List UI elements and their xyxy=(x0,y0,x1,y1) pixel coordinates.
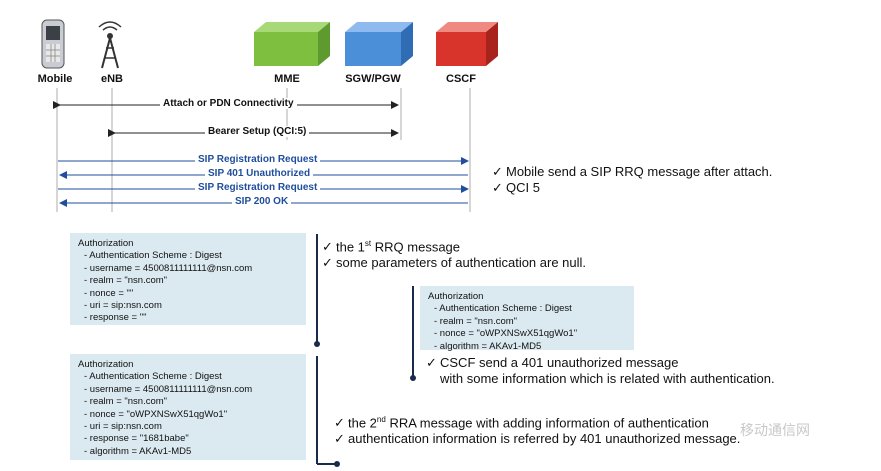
note-1-line2: some parameters of authentication are nu… xyxy=(336,255,587,271)
auth-field: - Authentication Scheme : Digest xyxy=(84,250,222,262)
notes-top: ✓Mobile send a SIP RRQ message after att… xyxy=(492,164,772,196)
notes-3: ✓the 2nd RRA message with adding informa… xyxy=(334,412,740,447)
check-icon: ✓ xyxy=(334,431,345,447)
node-label-sgw-pgw: SGW/PGW xyxy=(345,73,401,85)
attach-label: Attach or PDN Connectivity xyxy=(160,98,297,109)
check-icon: ✓ xyxy=(322,239,333,255)
cscf-server-icon xyxy=(436,22,498,66)
notes-1: ✓the 1st RRQ message ✓some parameters of… xyxy=(322,236,586,271)
note-1-line1-post: RRQ message xyxy=(371,239,461,255)
node-label-cscf: CSCF xyxy=(446,73,476,85)
auth-field: - realm = "nsn.com" xyxy=(84,275,168,287)
auth-field: - algorithm = AKAv1-MD5 xyxy=(434,340,542,352)
bracket-dot-3 xyxy=(334,461,340,467)
notes-2: ✓CSCF send a 401 unauthorized message wi… xyxy=(426,355,775,387)
mobile-phone-icon xyxy=(41,19,65,69)
note-top-line1: Mobile send a SIP RRQ message after atta… xyxy=(506,164,773,179)
sgw-pgw-server-icon xyxy=(345,22,413,66)
note-3-line1-post: RRA message with adding information of a… xyxy=(385,415,709,431)
auth-field: - Authentication Scheme : Digest xyxy=(434,303,572,315)
auth-field: - algorithm = AKAv1-MD5 xyxy=(84,445,192,457)
auth-title: Authorization xyxy=(78,238,134,249)
bracket-3-foot xyxy=(317,463,335,465)
node-label-mme: MME xyxy=(274,73,300,85)
node-label-enb: eNB xyxy=(100,73,123,85)
note-3-line2: authentication information is referred b… xyxy=(348,431,741,447)
note-3-line1-pre: the 2 xyxy=(348,415,377,431)
note-2-line2: with some information which is related w… xyxy=(440,371,775,386)
auth-field: - nonce = "oWPXNSwX51qgWo1" xyxy=(84,408,228,420)
sip-registration-label-2: SIP Registration Request xyxy=(195,182,321,193)
watermark: 移动通信网 xyxy=(740,422,810,438)
auth-field: - nonce = "oWPXNSwX51qgWo1" xyxy=(434,328,578,340)
check-icon: ✓ xyxy=(334,415,345,431)
auth-field: - nonce = "" xyxy=(84,287,134,299)
bracket-3 xyxy=(316,356,318,464)
auth-title: Authorization xyxy=(428,291,484,302)
antenna-tower-icon xyxy=(98,21,122,69)
sip-registration-label-1: SIP Registration Request xyxy=(195,154,321,165)
authorization-box-1: Authorization - Authentication Scheme : … xyxy=(70,233,306,325)
bracket-dot-2 xyxy=(410,375,416,381)
auth-field: - realm = "nsn.com" xyxy=(434,315,518,327)
auth-title: Authorization xyxy=(78,359,134,370)
check-icon: ✓ xyxy=(322,255,333,271)
check-icon: ✓ xyxy=(492,164,503,179)
authorization-box-3: Authorization - Authentication Scheme : … xyxy=(70,354,306,460)
auth-field: - realm = "nsn.com" xyxy=(84,396,168,408)
bearer-setup-label: Bearer Setup (QCI:5) xyxy=(205,126,310,137)
auth-field: - response = "" xyxy=(84,312,147,324)
check-icon: ✓ xyxy=(492,180,503,195)
auth-field: - username = 4500811111111@nsn.com xyxy=(84,262,253,274)
sip-401-label: SIP 401 Unauthorized xyxy=(205,168,314,179)
auth-field: - uri = sip:nsn.com xyxy=(84,421,162,433)
auth-field: - Authentication Scheme : Digest xyxy=(84,371,222,383)
note-top-line2: QCI 5 xyxy=(506,180,540,195)
auth-field: - username = 4500811111111@nsn.com xyxy=(84,383,253,395)
bracket-1 xyxy=(316,234,318,344)
note-2-line1: CSCF send a 401 unauthorized message xyxy=(440,355,679,370)
node-label-mobile: Mobile xyxy=(37,73,73,85)
mme-server-icon xyxy=(254,22,330,66)
note-3-line1-sup: nd xyxy=(376,415,386,424)
authorization-box-2: Authorization - Authentication Scheme : … xyxy=(420,286,634,352)
bracket-dot-1 xyxy=(314,341,320,347)
bracket-2 xyxy=(412,286,414,378)
auth-field: - uri = sip:nsn.com xyxy=(84,300,162,312)
note-1-line1-pre: the 1 xyxy=(336,239,365,255)
auth-field: - response = "1681babe" xyxy=(84,433,189,445)
check-icon: ✓ xyxy=(426,355,437,370)
note-1-line1-sup: st xyxy=(364,239,372,248)
sip-200-label: SIP 200 OK xyxy=(232,196,292,207)
